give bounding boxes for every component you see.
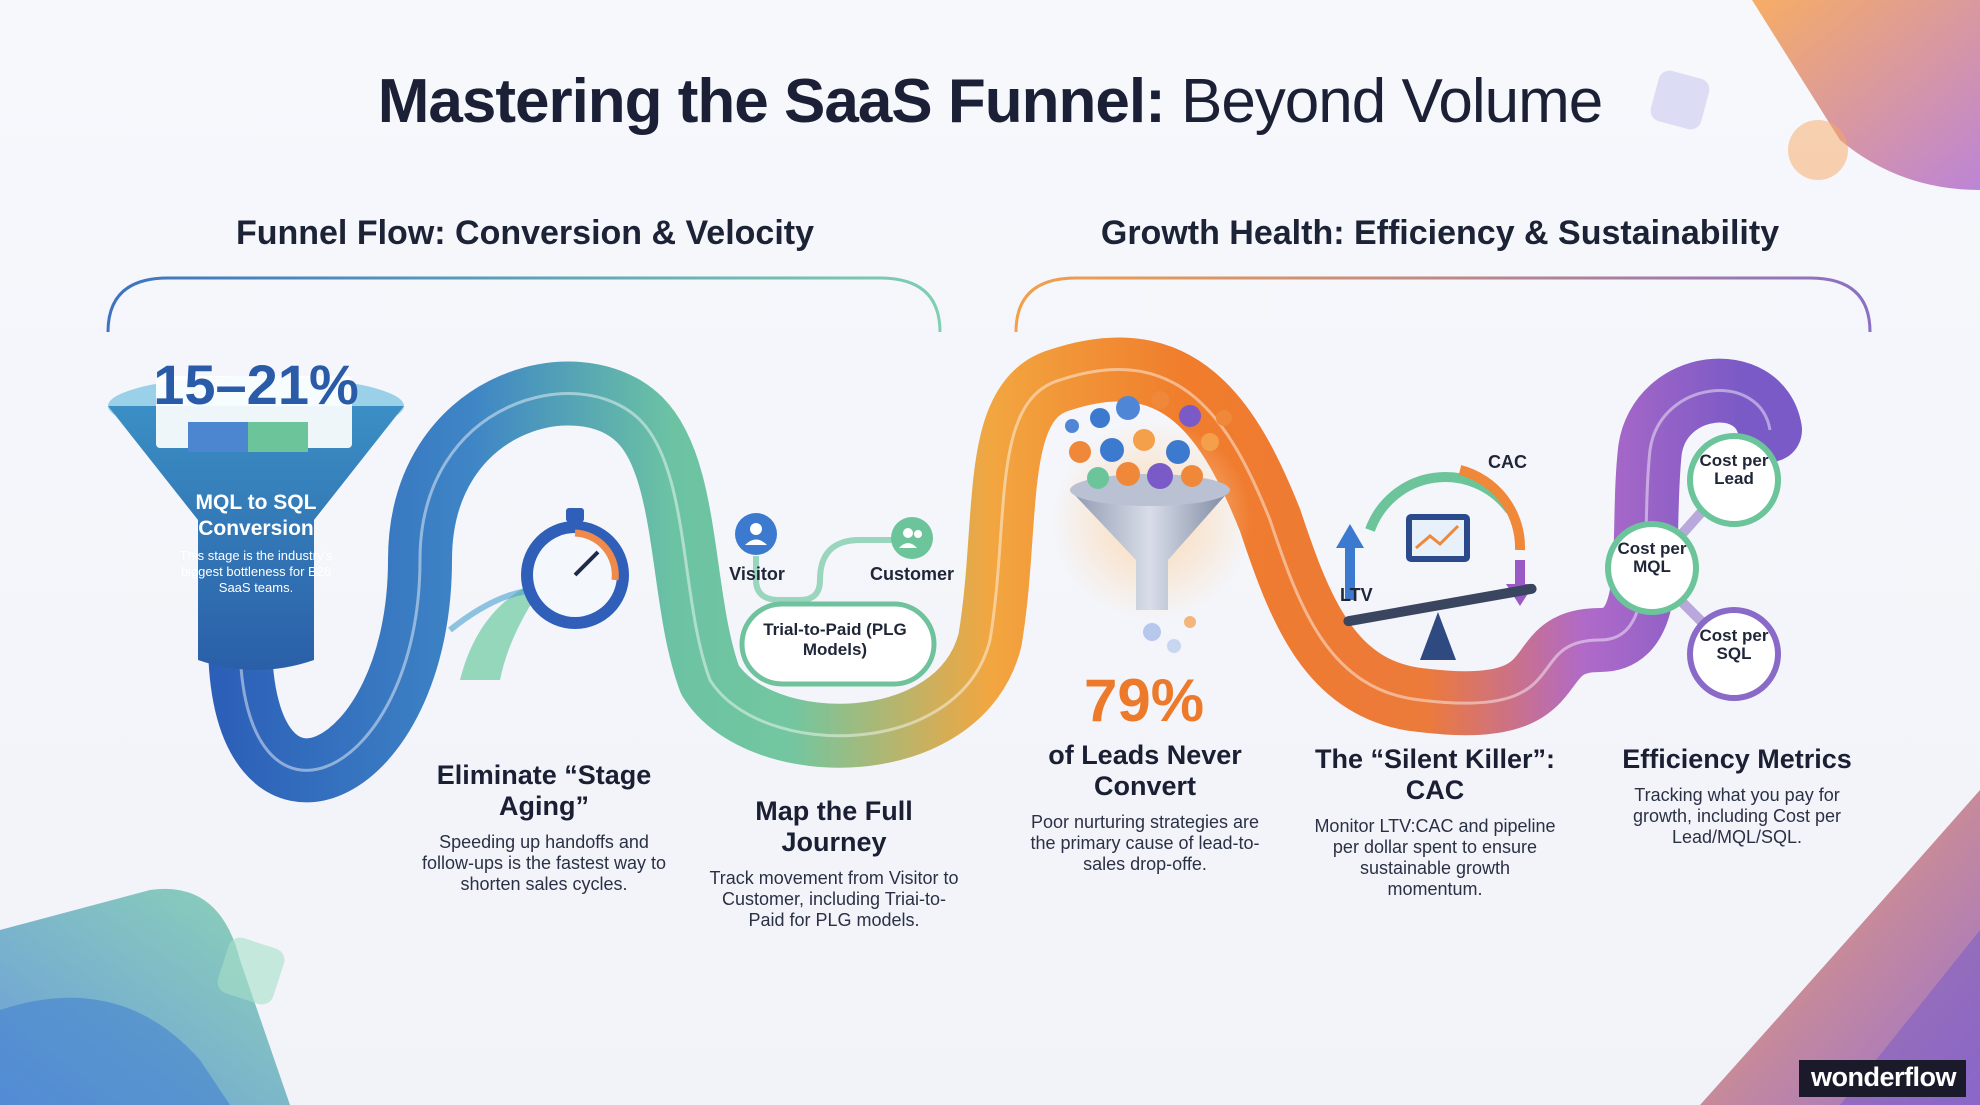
journey-heading: Map the Full Journey: [755, 796, 913, 857]
title-light: Beyond Volume: [1180, 67, 1603, 136]
stage-aging-heading: Eliminate “Stage Aging”: [436, 760, 652, 821]
efficiency-heading: Efficiency Metrics: [1622, 744, 1852, 774]
ltv-cac-scale: [1336, 465, 1537, 660]
brand-logo: wonderflow: [1799, 1060, 1966, 1097]
visitor-icon: [735, 513, 777, 555]
cac-body: Monitor LTV:CAC and pipeline per dollar …: [1314, 816, 1556, 899]
section-heading-funnel-flow: Funnel Flow: Conversion & Velocity: [235, 214, 815, 252]
node-cost-per-mql: Cost per MQL: [1617, 539, 1687, 576]
page-title: Mastering the SaaS Funnel: Beyond Volume: [0, 66, 1980, 137]
journey-caption: Map the Full Journey Track movement from…: [706, 796, 962, 931]
section-heading-growth-health: Growth Health: Efficiency & Sustainabili…: [1100, 214, 1780, 252]
customer-icon: [891, 517, 933, 559]
node-cost-per-lead: Cost per Lead: [1699, 451, 1769, 488]
leads-body: Poor nurturing strategies are the primar…: [1030, 812, 1260, 874]
funnel-heading: MQL to SQL Conversion: [195, 491, 317, 540]
node-cost-per-sql: Cost per SQL: [1699, 626, 1769, 663]
cac-heading: The “Silent Killer”: CAC: [1314, 744, 1556, 805]
funnel-body: This stage is the industry's biggest bot…: [179, 548, 333, 595]
trial-to-paid-pill: Trial-to-Paid (PLG Models): [763, 620, 907, 659]
leads-heading: of Leads Never Convert: [1048, 740, 1242, 801]
efficiency-body: Tracking what you pay for growth, includ…: [1632, 785, 1842, 847]
efficiency-caption: Efficiency Metrics Tracking what you pay…: [1612, 744, 1862, 848]
cac-caption: The “Silent Killer”: CAC Monitor LTV:CAC…: [1310, 744, 1560, 900]
cac-label: CAC: [1488, 452, 1527, 472]
funnel-stat: 15–21%: [153, 353, 359, 416]
leads-funnel-graphic: [1052, 391, 1252, 653]
visitor-label: Visitor: [729, 564, 785, 584]
customer-label: Customer: [869, 564, 954, 584]
ltv-label: LTV: [1340, 585, 1373, 605]
stopwatch-icon: [448, 508, 629, 680]
efficiency-nodes: [1605, 433, 1781, 701]
journey-body: Track movement from Visitor to Customer,…: [709, 868, 959, 930]
stage-aging-caption: Eliminate “Stage Aging” Speeding up hand…: [420, 760, 668, 895]
stage-aging-body: Speeding up handoffs and follow-ups is t…: [421, 832, 667, 894]
funnel-text: MQL to SQL Conversion This stage is the …: [176, 490, 336, 596]
leads-caption: of Leads Never Convert Poor nurturing st…: [1020, 740, 1270, 875]
title-bold: Mastering the SaaS Funnel:: [377, 67, 1166, 136]
journey-map: [739, 537, 937, 687]
leads-stat: 79%: [1083, 667, 1205, 734]
funnel-graphic: [108, 376, 404, 670]
